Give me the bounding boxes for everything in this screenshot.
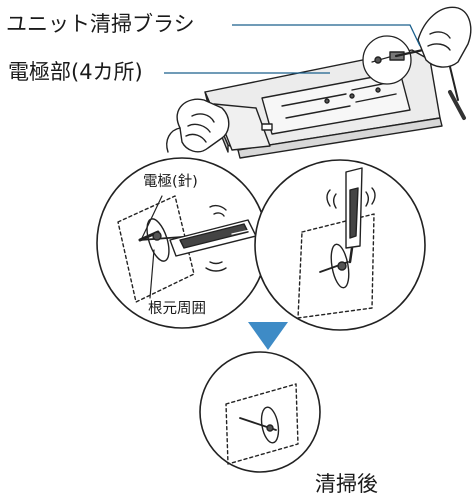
detail-circle-right [254,159,426,331]
label-base: 根元周囲 [148,301,206,317]
top-leader-lines [164,24,421,74]
down-arrow-icon [248,322,288,350]
detail-circle-left [96,157,268,329]
unit-illustration [166,6,472,159]
label-electrode: 電極部(4カ所) [8,60,143,84]
label-needle: 電極(針) [143,174,198,190]
label-brush: ユニット清掃ブラシ [6,12,195,36]
label-after: 清掃後 [315,472,378,496]
detail-circle-after [199,351,321,473]
